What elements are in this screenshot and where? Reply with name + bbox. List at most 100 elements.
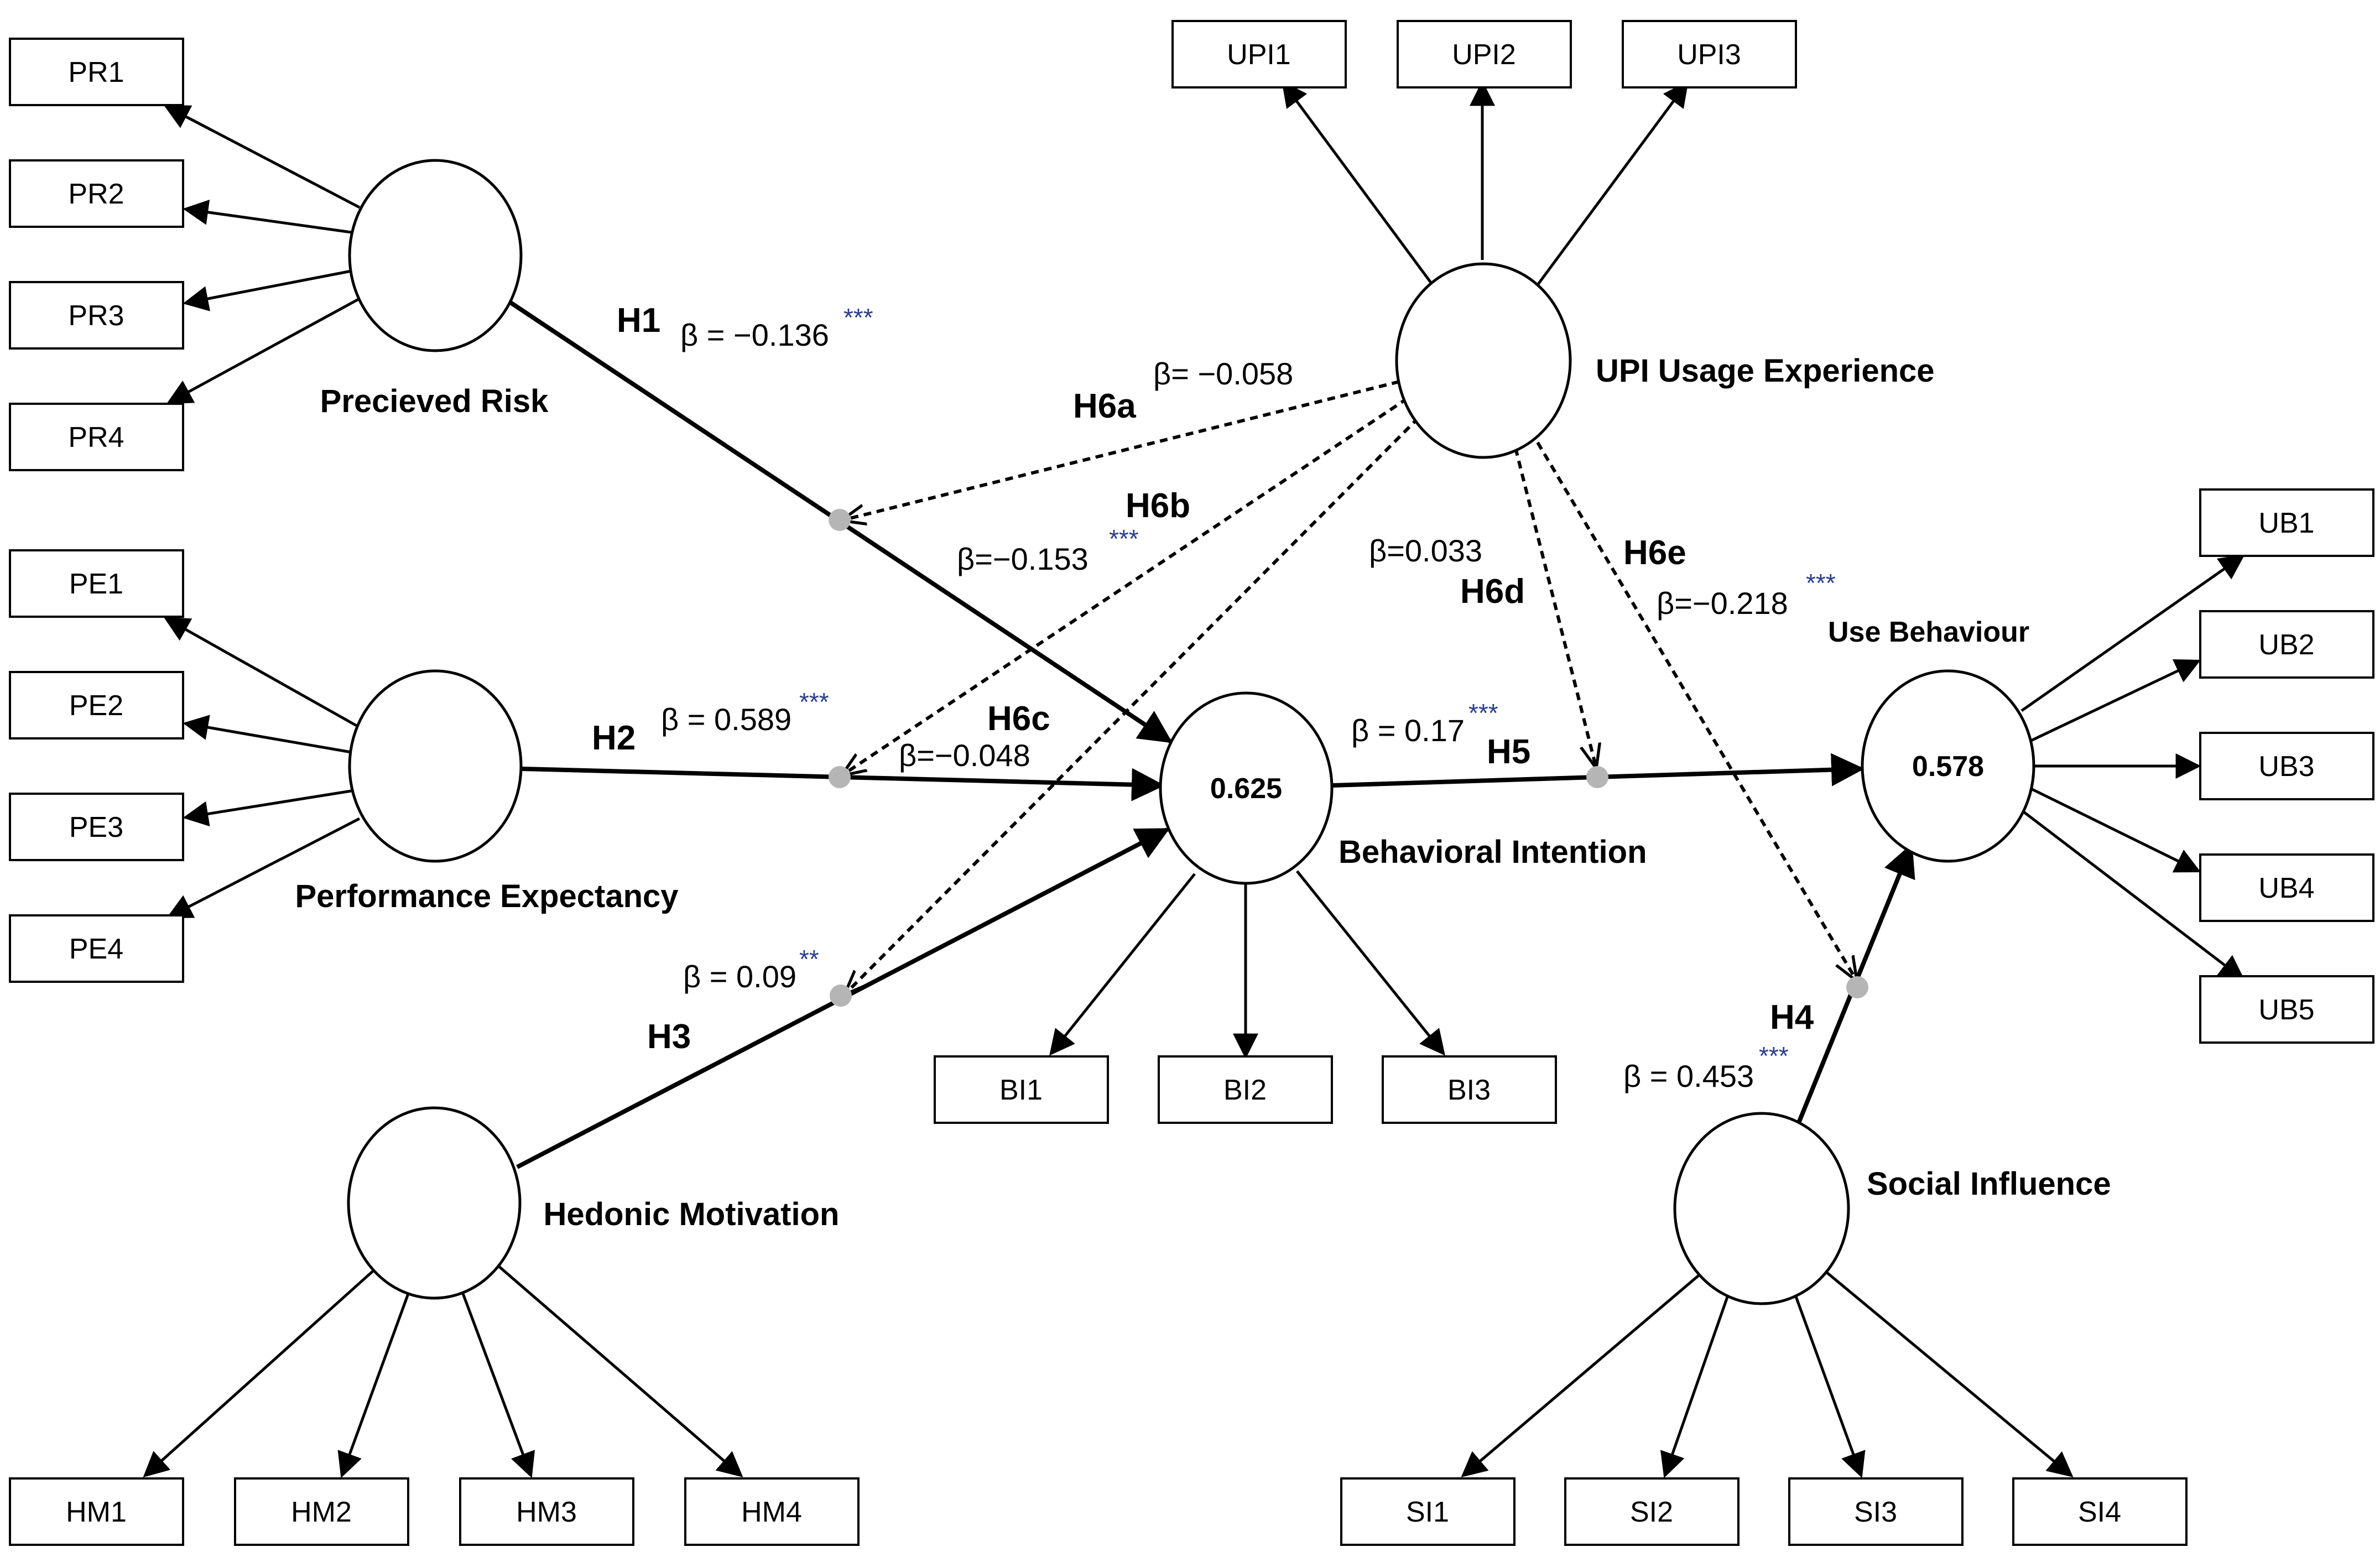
box-si3 [1788, 1477, 1964, 1546]
box-bi1 [934, 1055, 1109, 1124]
loading-upi1 [1282, 81, 1434, 286]
beta-h4: β = 0.453 [1623, 1059, 1754, 1093]
loading-pe4 [166, 817, 361, 919]
hyp-h6c: H6c [987, 700, 1050, 738]
box-pr3 [9, 281, 184, 350]
path-h6e [1536, 441, 1856, 979]
hypothesis-labels: H1 β = −0.136 *** H2 β = 0.589 *** H3 β … [592, 301, 1836, 1093]
loading-pe3 [183, 789, 352, 827]
label-performance-expectancy: Performance Expectancy [295, 878, 678, 914]
loading-pr1 [163, 105, 361, 209]
loading-hm2 [337, 1283, 414, 1478]
ind-label-upi2: UPI2 [1452, 39, 1516, 71]
label-social-influence: Social Influence [1867, 1166, 2111, 1202]
box-upi1 [1171, 20, 1347, 88]
box-pr1 [9, 38, 184, 106]
loading-hm4 [488, 1257, 743, 1478]
loading-ub1 [2020, 554, 2245, 712]
box-hm4 [684, 1477, 860, 1546]
label-hedonic-motivation: Hedonic Motivation [544, 1196, 840, 1232]
construct-upi-circle [1395, 262, 1572, 459]
beta-h1: β = −0.136 [680, 317, 829, 352]
interaction-point-h6a [829, 509, 851, 531]
loading-pe1 [163, 617, 361, 729]
loading-pr3 [183, 269, 352, 311]
sig-h2: *** [799, 688, 829, 716]
hyp-h2: H2 [592, 719, 636, 757]
path-h6d [1514, 447, 1596, 766]
box-si4 [2012, 1477, 2188, 1546]
loading-hm1 [143, 1257, 388, 1478]
moderation-paths [843, 380, 1856, 993]
box-pr4 [9, 403, 184, 471]
hyp-h6d: H6d [1460, 572, 1525, 611]
hyp-h3: H3 [647, 1018, 691, 1056]
box-hm2 [234, 1477, 409, 1546]
ind-label-bi2: BI2 [1223, 1074, 1267, 1106]
box-hm3 [459, 1477, 634, 1546]
hyp-h4: H4 [1770, 998, 1814, 1037]
ind-label-si2: SI2 [1630, 1496, 1673, 1528]
beta-h5: β = 0.17 [1351, 713, 1465, 748]
loading-si1 [1461, 1265, 1710, 1477]
box-bi2 [1158, 1055, 1333, 1124]
sig-h6b: *** [1109, 524, 1139, 553]
box-pr2 [9, 159, 184, 228]
box-ub2 [2199, 610, 2374, 679]
hyp-h6a: H6a [1073, 387, 1136, 425]
ind-label-pr3: PR3 [68, 300, 124, 332]
loading-ub5 [2020, 809, 2245, 981]
loading-pr2 [183, 199, 352, 234]
latent-constructs [347, 159, 2035, 1305]
ind-label-hm1: HM1 [66, 1496, 127, 1528]
ind-label-pe1: PE1 [69, 568, 123, 600]
ind-label-pr4: PR4 [68, 421, 124, 454]
ind-label-bi3: BI3 [1447, 1074, 1491, 1106]
ind-label-pe2: PE2 [69, 690, 123, 722]
path-h6c [846, 416, 1420, 993]
interaction-point-h6b [829, 766, 851, 788]
ind-label-pr1: PR1 [68, 56, 124, 88]
ind-label-pe3: PE3 [69, 811, 123, 843]
box-si2 [1564, 1477, 1740, 1546]
beta-h6c: β=−0.048 [899, 738, 1030, 773]
loading-upi3 [1536, 81, 1689, 286]
hyp-h5: H5 [1487, 733, 1530, 771]
beta-h6a: β= −0.058 [1153, 356, 1293, 391]
sig-h3: ** [799, 945, 819, 973]
construct-si-circle [1673, 1112, 1850, 1305]
label-perceived-risk: Precieved Risk [320, 383, 549, 419]
ind-label-ub1: UB1 [2258, 507, 2314, 539]
box-pe2 [9, 671, 184, 739]
hyp-h6b: H6b [1126, 487, 1190, 525]
hyp-h6e: H6e [1623, 534, 1686, 572]
ub-r2-value: 0.578 [1912, 751, 1984, 783]
loading-si2 [1660, 1285, 1733, 1478]
construct-pr-circle [348, 159, 523, 352]
ind-label-ub3: UB3 [2258, 751, 2314, 783]
bi-r2-value: 0.625 [1210, 773, 1282, 805]
ind-label-ub4: UB4 [2258, 872, 2314, 904]
indicator-labels: PR1 PR2 PR3 PR4 PE1 PE2 PE3 PE4 HM1 HM2 … [66, 39, 2314, 1528]
sig-h5: *** [1468, 699, 1498, 727]
box-pe3 [9, 793, 184, 861]
construct-ub-circle [1861, 669, 2035, 863]
loading-si4 [1819, 1265, 2074, 1477]
interaction-point-h6d [1586, 766, 1608, 788]
beta-h3: β = 0.09 [683, 959, 796, 994]
box-ub4 [2199, 853, 2374, 922]
ind-label-hm4: HM4 [741, 1496, 802, 1528]
box-ub3 [2199, 732, 2374, 800]
indicator-boxes [9, 20, 2374, 1546]
loading-hm3 [457, 1283, 535, 1478]
construct-bi-circle [1159, 691, 1334, 885]
sig-h1: *** [843, 303, 873, 332]
loading-ub2 [2029, 659, 2201, 743]
ind-label-pe4: PE4 [69, 933, 123, 965]
ind-label-upi3: UPI3 [1677, 39, 1741, 71]
sig-h6e: *** [1806, 569, 1836, 597]
ind-label-si3: SI3 [1854, 1496, 1897, 1528]
label-behavioral-intention: Behavioral Intention [1339, 834, 1647, 870]
box-hm1 [9, 1477, 184, 1546]
